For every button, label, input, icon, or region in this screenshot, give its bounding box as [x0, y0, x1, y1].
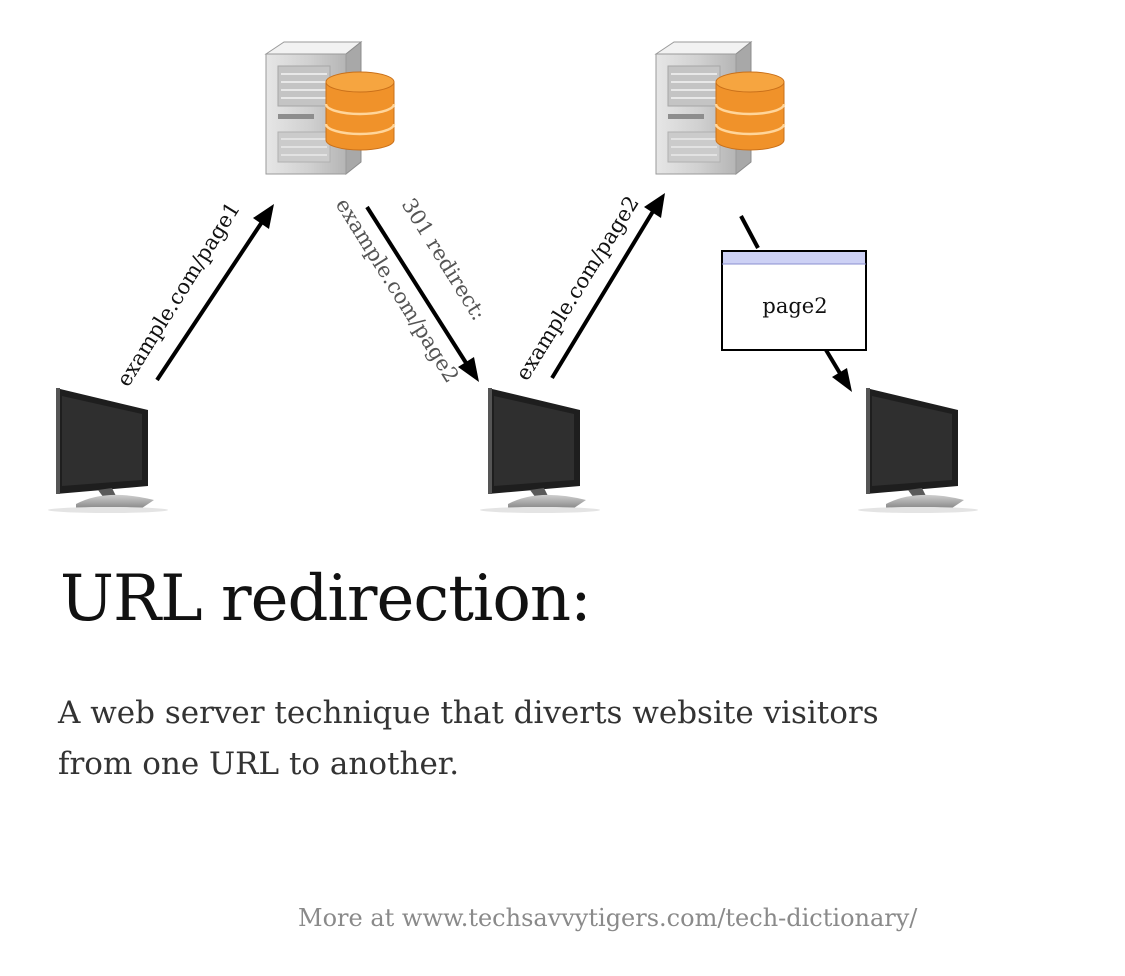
redirect-arrow: [365, 205, 479, 382]
page-window-icon: [721, 250, 867, 351]
request-arrow-2-label: example.com/page2: [511, 192, 644, 385]
source-footer: More at www.techsavvytigers.com/tech-dic…: [298, 904, 918, 932]
request-arrow-1: [155, 204, 274, 382]
client-1-monitor-icon: [48, 388, 168, 513]
request-arrow-1-label: example.com/page1: [112, 198, 245, 391]
request-arrow-2: [550, 193, 665, 380]
server-2-icon: [654, 40, 786, 176]
client-2-monitor-icon: [480, 388, 600, 513]
redirect-arrow-label-line2: example.com/page2: [331, 194, 464, 387]
server-1-icon: [264, 40, 396, 176]
page-title: URL redirection:: [60, 562, 592, 636]
client-3-monitor-icon: [858, 388, 978, 513]
response-arrow: [739, 215, 852, 392]
redirection-diagram: example.com/page1 301 redirect: example.…: [48, 40, 978, 513]
definition-text: A web server technique that diverts webs…: [58, 695, 879, 782]
page-box-label: page2: [762, 294, 827, 318]
